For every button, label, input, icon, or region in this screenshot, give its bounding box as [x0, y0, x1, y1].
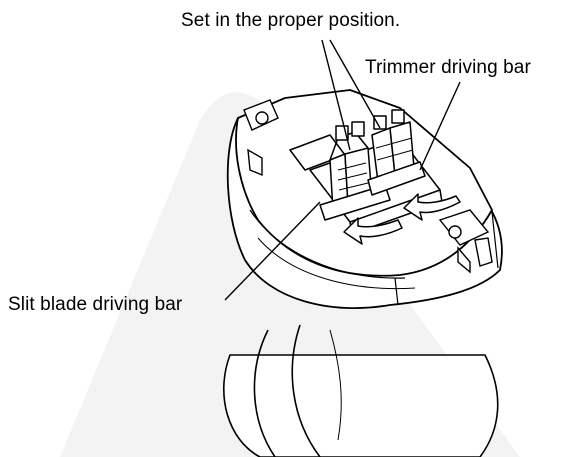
rotation-arrows [343, 193, 461, 245]
leader-proper-left [321, 39, 351, 151]
slit-blade-driving-bar [319, 121, 391, 221]
arrow-left-icon [343, 217, 403, 245]
label-slit-blade-driving-bar: Slit blade driving bar [8, 294, 183, 315]
arrow-right-icon [403, 193, 461, 221]
label-trimmer-driving-bar: Trimmer driving bar [365, 57, 531, 78]
label-proper-position: Set in the proper position. [181, 10, 401, 31]
side-clip-left [243, 99, 279, 177]
side-clip-right [438, 209, 493, 274]
leader-proper-right [329, 39, 381, 129]
trimmer-driving-bar [367, 109, 426, 196]
leader-trimmer [419, 81, 461, 171]
leader-slit [224, 201, 321, 301]
shaver-handle [223, 324, 499, 457]
leader-lines [224, 39, 461, 301]
